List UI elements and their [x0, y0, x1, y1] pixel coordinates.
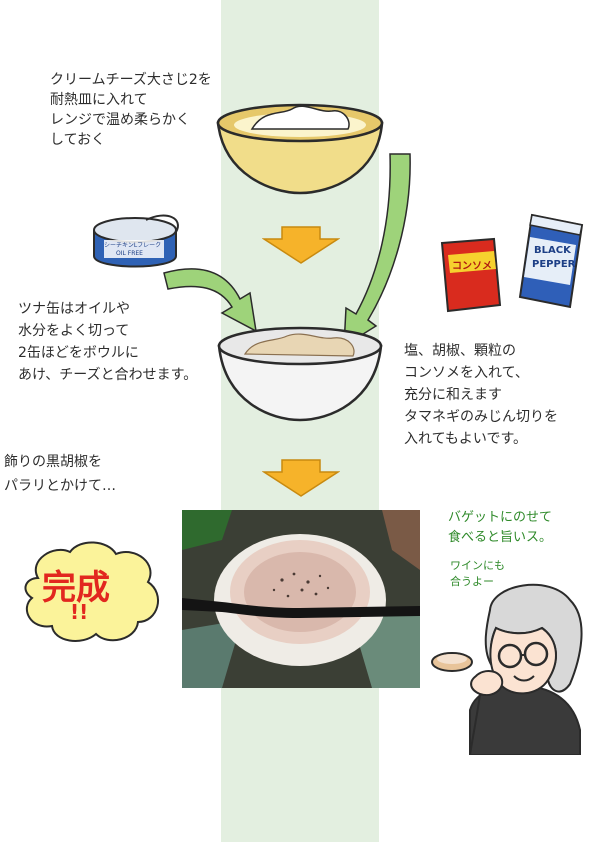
step-garnish-text: 飾りの黒胡椒を パラリとかけて…	[4, 454, 116, 494]
down-arrow-1	[262, 225, 340, 265]
consomme-label: コンソメ	[452, 261, 492, 272]
black-pepper-can-illustration: BLACK PEPPER	[512, 207, 592, 312]
green-arrow-from-top-bowl	[330, 150, 420, 350]
tuna-can-label: シーチキンLフレーク	[104, 242, 162, 249]
final-dish-photo	[182, 510, 420, 688]
tuna-can-sublabel: OIL FREE	[116, 250, 143, 257]
character-illustration	[430, 580, 600, 755]
done-exclaim: !!	[70, 600, 89, 624]
pepper-label-1: BLACK	[534, 245, 571, 256]
cream-cheese-bowl-illustration	[212, 95, 387, 195]
step-cream-cheese-text: クリームチーズ大さじ2を 耐熱皿に入れて レンジで温め柔らかく しておく	[50, 72, 212, 148]
down-arrow-2	[262, 458, 340, 498]
comment-baguette: バゲットにのせて 食べると旨いス。	[448, 510, 553, 545]
pepper-label-2: PEPPER	[532, 259, 576, 270]
tuna-can-illustration: シーチキンLフレーク OIL FREE	[86, 210, 186, 280]
consomme-box-illustration: コンソメ	[436, 235, 506, 315]
done-cloud: 完成 !!	[18, 538, 168, 648]
step-seasoning-text: 塩、胡椒、顆粒の コンソメを入れて、 充分に和えます タマネギのみじん切りを 入…	[404, 343, 558, 447]
mixing-bowl-illustration	[215, 318, 385, 423]
comment-wine: ワインにも 合うよー	[450, 559, 505, 588]
done-title: 完成	[42, 568, 110, 608]
step-tuna-text: ツナ缶はオイルや 水分をよく切って 2缶ほどをボウルに あけ、チーズと合わせます…	[18, 301, 198, 383]
